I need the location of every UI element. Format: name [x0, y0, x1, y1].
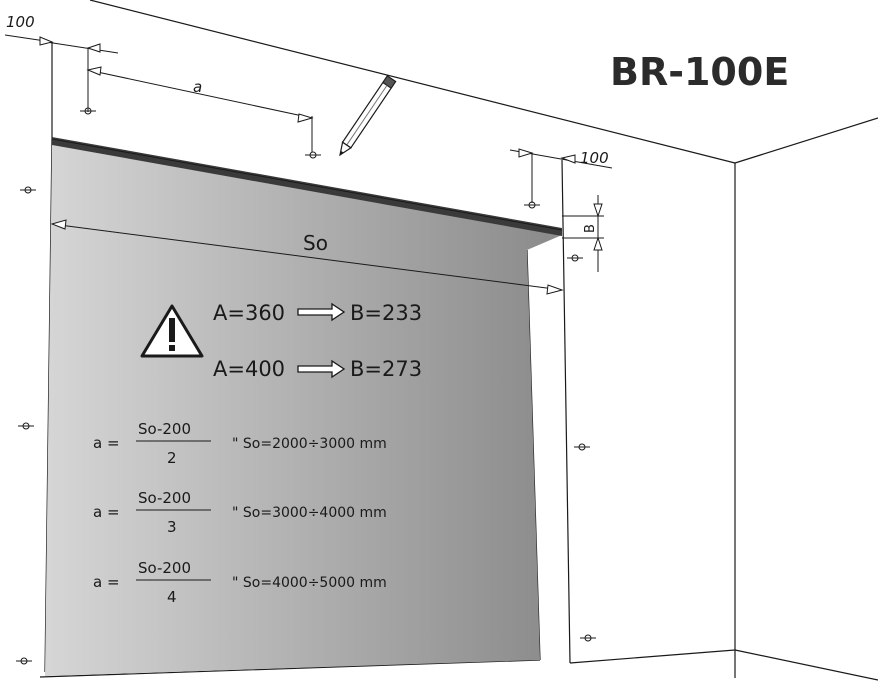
dim-a-label: a	[193, 78, 202, 96]
arrow-head	[546, 284, 564, 295]
anchor-point-icon	[80, 107, 96, 115]
anchor-point-icon	[16, 657, 32, 665]
pencil-icon	[339, 75, 397, 157]
dim-so-line	[51, 223, 563, 291]
arrow-head	[86, 66, 102, 76]
anchor-point-icon	[567, 254, 583, 262]
warning-row1-a: A=360	[213, 301, 285, 325]
arrow-head	[39, 36, 54, 46]
door-panel	[45, 145, 562, 676]
dim-b-label: B	[583, 224, 598, 233]
arrow-head	[560, 154, 576, 164]
anchor-point-icon	[305, 151, 321, 159]
door-opening	[45, 137, 563, 676]
formula-lhs: a =	[93, 434, 120, 452]
lintel-highlight	[51, 138, 563, 231]
warning-triangle-icon	[140, 304, 204, 358]
dim-100-top-right-label: 100	[580, 149, 609, 167]
warning-row2-b: B=273	[350, 357, 422, 381]
formula-numerator: So-200	[138, 559, 191, 577]
formula-1: a = So-200 2 " So=2000÷3000 mm	[93, 420, 387, 467]
dimension-a: a	[86, 66, 314, 152]
anchor-point-icon	[20, 186, 36, 194]
floor-line	[569, 649, 736, 664]
formula-denominator: 4	[167, 588, 177, 606]
arrow-head	[50, 219, 67, 230]
dim-a-line	[87, 69, 313, 119]
formula-numerator: So-200	[138, 420, 191, 438]
formula-3: a = So-200 4 " So=4000÷5000 mm	[93, 559, 387, 606]
floor-left-line	[39, 659, 541, 678]
arrow-head	[297, 113, 314, 123]
model-title: BR-100E	[610, 50, 789, 94]
formula-range: " So=3000÷4000 mm	[232, 505, 387, 521]
formula-lhs: a =	[93, 503, 120, 521]
dim-so-label: So	[303, 231, 328, 255]
formula-denominator: 3	[167, 518, 177, 536]
left-opening-edge	[44, 136, 53, 673]
right-arrow-icon	[297, 302, 346, 322]
arrow-head	[86, 43, 101, 53]
warning-row1-b: B=233	[350, 301, 422, 325]
formula-denominator: 2	[167, 449, 177, 467]
formula-lhs: a =	[93, 573, 120, 591]
dimension-so: So	[50, 219, 564, 295]
anchor-point-icon	[580, 634, 596, 642]
anchor-point-icon	[574, 443, 590, 451]
anchor-point-icon	[18, 422, 34, 430]
arrow-head	[593, 236, 603, 251]
floor-right-line	[734, 649, 878, 681]
right-opening-edge	[561, 159, 571, 664]
dim-100-top-left-label: 100	[6, 13, 35, 31]
dimension-top-left: 100	[4, 13, 119, 112]
formula-2: a = So-200 3 " So=3000÷4000 mm	[93, 489, 387, 536]
dim-100-extension	[39, 40, 119, 54]
dimension-top-right: 100 B	[509, 148, 613, 272]
warning-table: A=360 B=233 A=400 B=273	[213, 301, 422, 381]
ceiling-right-line	[734, 117, 878, 164]
formula-range: " So=4000÷5000 mm	[232, 575, 387, 591]
formula-numerator: So-200	[138, 489, 191, 507]
formula-range: " So=2000÷3000 mm	[232, 436, 387, 452]
ceiling-line	[89, 0, 736, 164]
arrow-head	[518, 148, 534, 158]
warning-row2-a: A=400	[213, 357, 285, 381]
arrow-head	[593, 203, 603, 218]
right-arrow-icon	[297, 359, 346, 379]
anchor-markers	[16, 107, 596, 665]
